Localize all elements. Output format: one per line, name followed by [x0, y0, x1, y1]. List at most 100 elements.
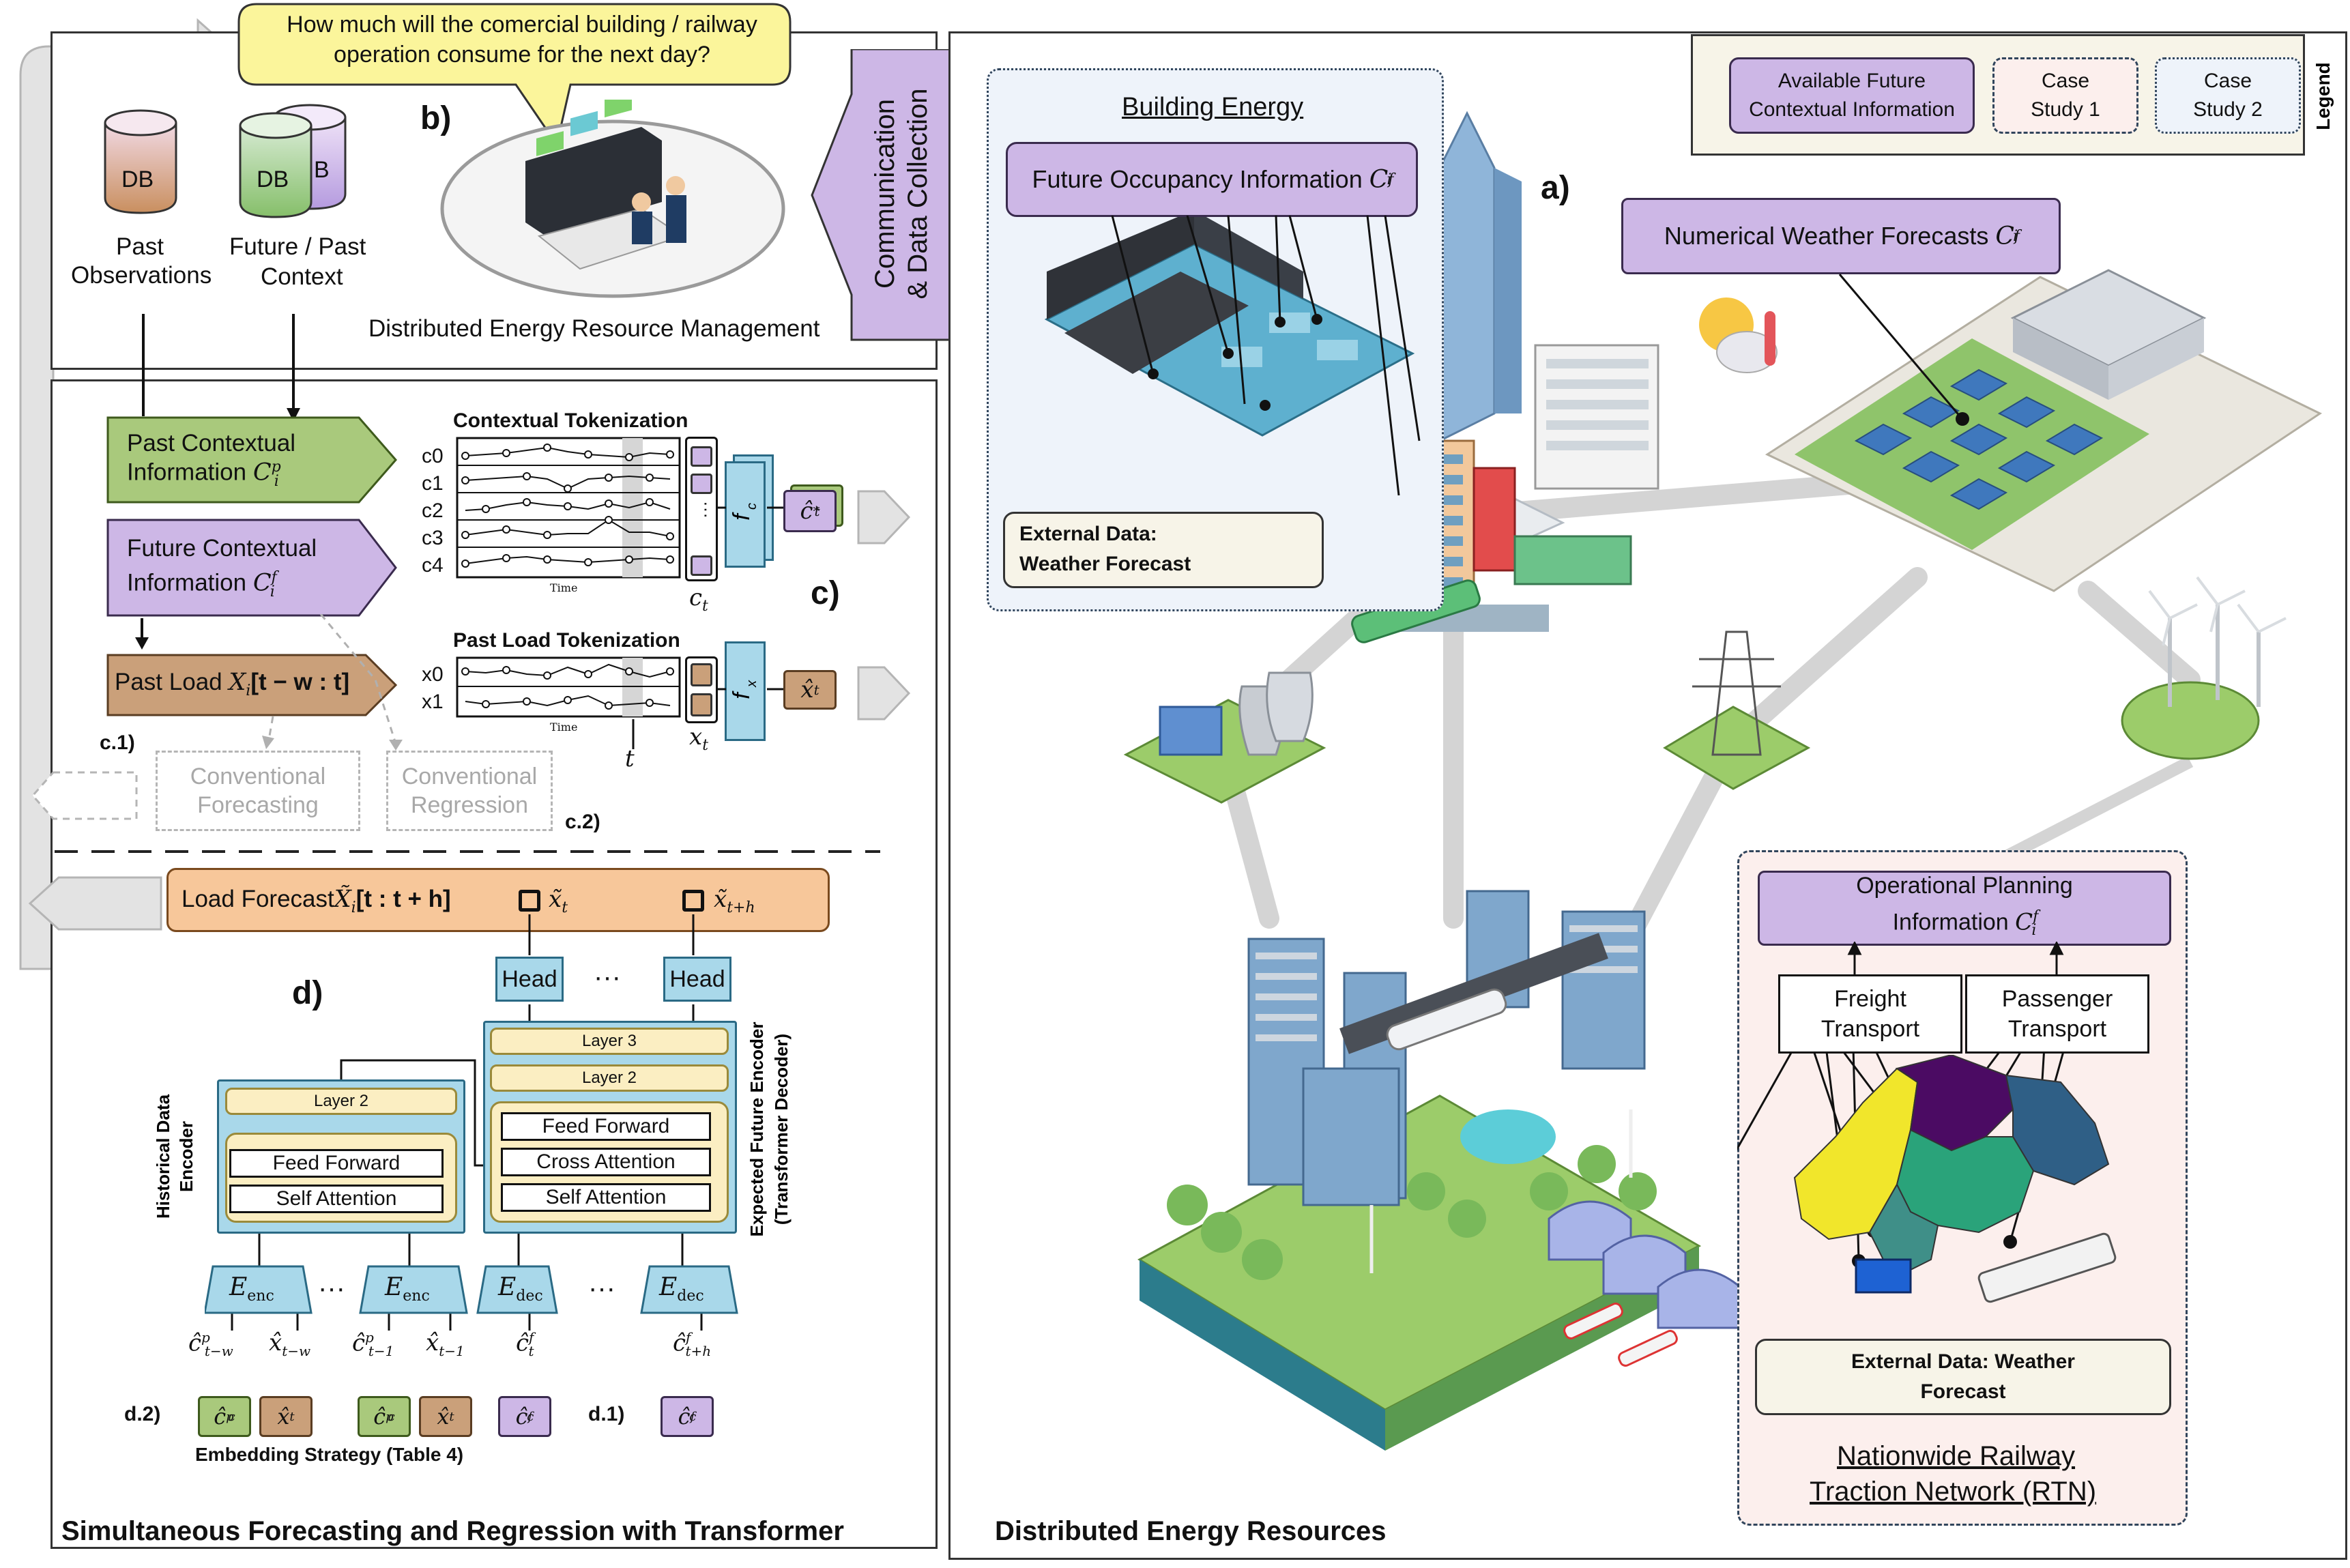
enc-input-1: x̂t−w	[269, 1329, 310, 1359]
legend-item-available-future-line-2: Contextual Information	[1749, 98, 1955, 121]
load-forecast-label: Load ForecastX̃i[t : t + h]	[182, 886, 451, 916]
legend-item-case-study-2: Case Study 2	[2155, 57, 2301, 134]
legend-title: Legend	[2312, 62, 2334, 130]
past-observations-label-2: Observations	[71, 262, 212, 289]
e-dec-1-sub: dec	[516, 1288, 543, 1305]
context-token-1	[691, 474, 712, 494]
embedding-trapezoids	[205, 1265, 738, 1314]
future-occupancy-symbol: C	[1369, 165, 1389, 194]
enc-input-0-sup: p	[201, 1329, 210, 1346]
output-label-1-sub: t	[562, 899, 568, 916]
freight-line-1: Freight	[1834, 986, 1906, 1012]
decoder-layer2: Layer 2	[490, 1064, 729, 1092]
nwf-text: Numerical Weather Forecasts	[1664, 222, 1989, 250]
t-label: t	[625, 745, 635, 772]
ct-label-sym: c	[689, 584, 703, 611]
embed-token-4-sub: c	[527, 1409, 534, 1424]
legend-item-case-study-1-line-1: Case	[2041, 70, 2090, 92]
freight-line-2: Transport	[1820, 1016, 1920, 1042]
conventional-regression-box: Conventional Regression	[386, 751, 553, 831]
db-label-future: DB	[257, 166, 289, 192]
embed-token-1-sym: x̂	[277, 1404, 290, 1429]
rtn-title-line-1: Nationwide Railway	[1837, 1441, 2076, 1471]
decoder-feed-forward: Feed Forward	[501, 1112, 711, 1141]
dec-input-0: ĉft	[516, 1329, 534, 1359]
encoder-self-attention: Self Attention	[229, 1185, 444, 1213]
enc-input-2-sym: ĉ	[352, 1329, 366, 1357]
xt-label: xt	[689, 723, 708, 754]
op-planning-sub: i	[2031, 922, 2037, 940]
op-planning-line-2-text: Information	[1892, 909, 2009, 935]
svg-text:Encoder: Encoder	[176, 1121, 197, 1192]
future-occupancy-text: Future Occupancy Information	[1032, 165, 1363, 193]
embedding-caption: Embedding Strategy (Table 4)	[195, 1444, 464, 1465]
past-load-tokenization-title: Past Load Tokenization	[453, 629, 680, 652]
x-hat-token: x̂t	[783, 670, 837, 710]
embed-token-0-sub: c	[228, 1409, 235, 1424]
load-forecast-symbol: X̃	[334, 886, 351, 913]
future-contextual-label-2: Information Cfi	[127, 569, 277, 600]
fx-label: f x	[729, 680, 759, 699]
panel-d-label: d)	[292, 975, 323, 1011]
embed-token-2-sup: p	[386, 1409, 394, 1424]
external-data-2-line-2: Forecast	[1920, 1380, 2006, 1403]
right-panel-title: Distributed Energy Resources	[995, 1516, 1387, 1546]
database-icons	[104, 104, 347, 218]
svg-text:Communication: Communication	[870, 99, 900, 289]
svg-text:c: c	[744, 503, 759, 510]
future-occupancy-sup: f	[1388, 171, 1394, 188]
c-hat-star-token: ĉ*t	[783, 490, 837, 532]
legend-item-case-study-1: Case Study 1	[1992, 57, 2138, 134]
fc-label: f c	[729, 503, 759, 521]
past-contextual-label-text: Information	[127, 459, 247, 486]
embed-token-3-sub: t	[449, 1409, 454, 1424]
control-room-illustration	[440, 100, 785, 298]
dec-input-1-sup: f	[686, 1329, 691, 1346]
c2-label: c.2)	[565, 811, 600, 833]
encoder-layer2: Layer 2	[225, 1088, 457, 1115]
rtn-title-line-2: Traction Network (RTN)	[1810, 1477, 2097, 1507]
derm-caption: Distributed Energy Resource Management	[368, 315, 820, 342]
enc-input-3-sym: x̂	[426, 1329, 439, 1356]
x-hat-sub: t	[813, 682, 819, 698]
d1-token-sym: ĉ	[678, 1404, 691, 1429]
external-data-1-line-1: External Data:	[1019, 523, 1157, 545]
channel-label-c1: c1	[422, 472, 444, 495]
db-label-past: DB	[121, 166, 154, 192]
x-hat-sym: x̂	[800, 676, 814, 703]
e-enc-2-sym: E	[385, 1273, 403, 1301]
switzerland-map	[1793, 1055, 2117, 1303]
future-occupancy-sub: i	[1387, 171, 1392, 188]
transformer-connectors	[231, 914, 703, 1331]
head-box-2: Head	[663, 957, 731, 1002]
enc-input-3-sub: t−1	[439, 1342, 465, 1359]
load-token-1	[691, 693, 712, 716]
dec-input-0-sup: f	[529, 1329, 534, 1346]
past-contextual-symbol: C	[252, 459, 272, 487]
embed-token-4-sym: ĉ	[515, 1404, 528, 1429]
question-bubble-shape	[237, 3, 792, 147]
c1-label: c.1)	[100, 731, 135, 754]
op-planning-sup: f	[2033, 908, 2039, 925]
channel-label-x1: x1	[422, 691, 444, 713]
output-square-2	[682, 890, 704, 912]
enc-input-0-sym: ĉ	[188, 1329, 202, 1357]
fc-block	[725, 461, 766, 568]
past-contextual-sub: i	[274, 472, 279, 490]
panel-b-label: b)	[420, 100, 452, 136]
enc-input-2: ĉpt−1	[352, 1329, 394, 1359]
conventional-forecasting-line-2: Forecasting	[197, 792, 319, 818]
op-planning-symbol: C	[2015, 908, 2033, 936]
past-load-time-label: Time	[550, 721, 578, 734]
context-token-4	[691, 555, 712, 576]
past-contextual-box-shape	[106, 416, 397, 504]
channel-label-c4: c4	[422, 554, 444, 577]
head-box-1: Head	[495, 957, 564, 1002]
external-data-1-line-2: Weather Forecast	[1019, 553, 1191, 575]
past-load-range: [t − w : t]	[250, 669, 350, 695]
past-load-symbol: X	[229, 669, 246, 696]
svg-text:Expected Future Encoder: Expected Future Encoder	[746, 1022, 767, 1237]
dec-input-1: ĉft+h	[673, 1329, 711, 1359]
external-data-2-line-1: External Data: Weather	[1851, 1350, 2075, 1373]
conventional-left-arrow	[31, 771, 138, 820]
